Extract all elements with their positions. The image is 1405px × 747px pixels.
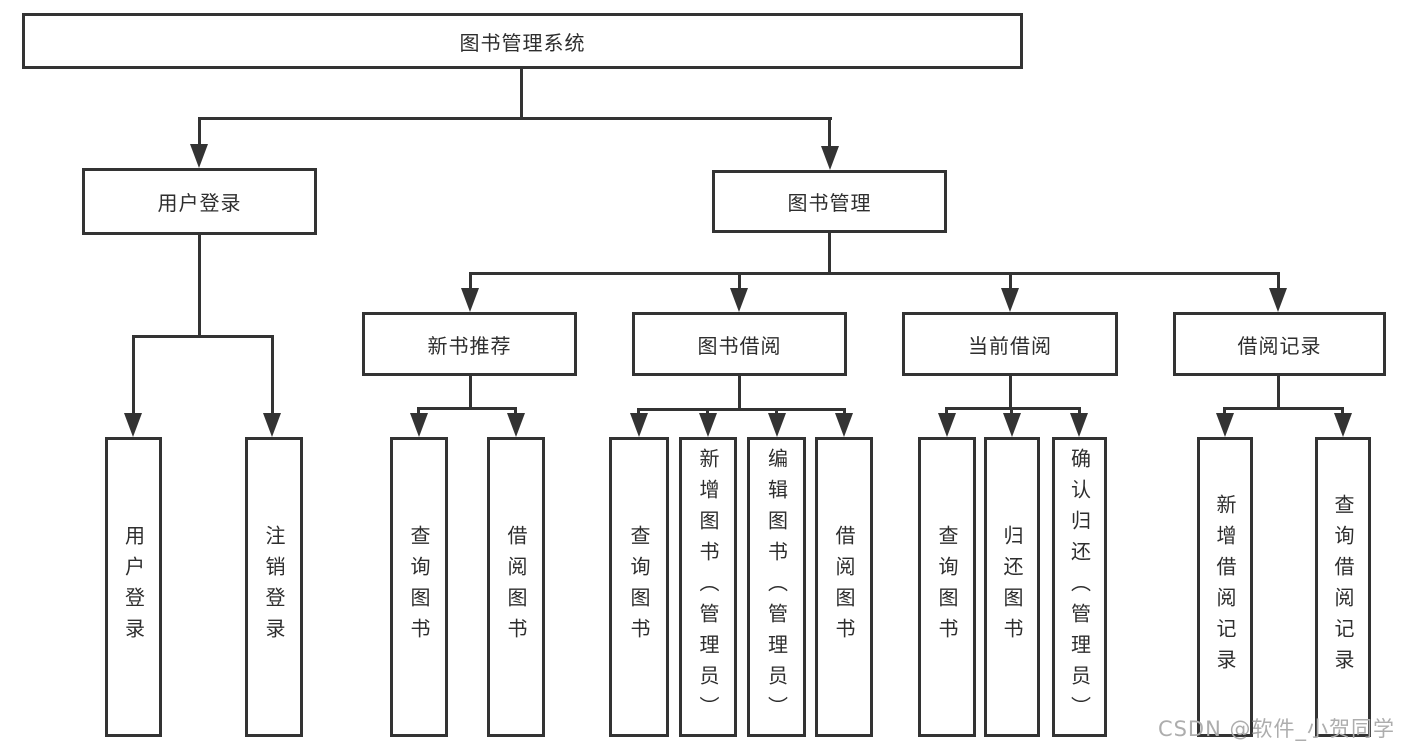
leaf-confirm-return-admin-label: 确认归还（管理员） [1067, 447, 1092, 727]
leaf-confirm-return-admin: 确认归还（管理员） [1052, 437, 1107, 737]
edge-drop-user-login [198, 117, 201, 144]
edge-borrow-records-split [1223, 407, 1343, 410]
leaf-logout: 注销登录 [245, 437, 303, 737]
leaf-borrow-books-2: 借阅图书 [815, 437, 873, 737]
leaf-add-borrow-record-label: 新增借阅记录 [1213, 494, 1237, 680]
node-current-borrowing-label: 当前借阅 [968, 333, 1052, 358]
arrowhead-current-borrowing [1001, 288, 1019, 312]
leaf-query-borrow-record: 查询借阅记录 [1315, 437, 1371, 737]
leaf-return-book: 归还图书 [984, 437, 1040, 737]
node-book-borrowing-label: 图书借阅 [697, 333, 782, 358]
edge-drop-current-borrowing [1009, 272, 1012, 288]
leaf-user-login: 用户登录 [105, 437, 162, 737]
edge-drop-query-record [1341, 407, 1344, 415]
edge-drop-add-book [706, 408, 709, 415]
edge-root-stem [520, 69, 523, 117]
edge-drop-add-record [1223, 407, 1226, 415]
node-root: 图书管理系统 [22, 13, 1023, 69]
edge-current-borrowing-split [945, 407, 1081, 410]
node-user-login-label: 用户登录 [157, 191, 242, 215]
arrowhead-query-record [1334, 413, 1352, 437]
leaf-logout-label: 注销登录 [262, 525, 286, 649]
arrowhead-borrow-2 [835, 413, 853, 437]
node-root-label: 图书管理系统 [459, 30, 586, 55]
edge-user-login-split [132, 335, 274, 338]
leaf-query-books-2: 查询图书 [609, 437, 669, 737]
edge-new-book-stem [469, 376, 472, 407]
edge-drop-borrow-records [1277, 272, 1280, 288]
node-current-borrowing: 当前借阅 [902, 312, 1118, 376]
node-book-borrowing: 图书借阅 [632, 312, 847, 376]
leaf-query-books-1: 查询图书 [390, 437, 448, 737]
arrowhead-book-management [821, 146, 839, 170]
node-borrow-records: 借阅记录 [1173, 312, 1386, 376]
edge-book-borrowing-split [637, 408, 846, 411]
leaf-query-books-3-label: 查询图书 [935, 525, 959, 649]
leaf-borrow-books-1-label: 借阅图书 [504, 525, 528, 649]
leaf-add-book-admin-label: 新增图书（管理员） [696, 447, 720, 727]
edge-drop-query-3 [945, 407, 948, 415]
arrowhead-new-book [461, 288, 479, 312]
leaf-borrow-books-1: 借阅图书 [487, 437, 545, 737]
arrowhead-return-book [1003, 413, 1021, 437]
edge-borrow-records-stem [1277, 376, 1280, 407]
edge-drop-borrow-1 [514, 407, 517, 415]
edge-drop-borrow-2 [843, 408, 846, 415]
node-new-book-recommend: 新书推荐 [362, 312, 577, 376]
leaf-query-books-2-label: 查询图书 [627, 525, 651, 649]
leaf-query-borrow-record-label: 查询借阅记录 [1331, 494, 1355, 680]
arrowhead-query-1 [410, 413, 428, 437]
edge-book-management-split [469, 272, 1280, 275]
node-new-book-recommend-label: 新书推荐 [427, 333, 512, 358]
arrowhead-leaf-user-login [124, 413, 142, 437]
arrowhead-user-login [190, 144, 208, 168]
arrowhead-add-book [699, 413, 717, 437]
node-borrow-records-label: 借阅记录 [1237, 333, 1322, 358]
node-user-login: 用户登录 [82, 168, 317, 235]
leaf-borrow-books-2-label: 借阅图书 [832, 525, 856, 649]
arrowhead-query-2 [630, 413, 648, 437]
edge-root-split [198, 117, 832, 120]
arrowhead-book-borrowing [730, 288, 748, 312]
leaf-add-borrow-record: 新增借阅记录 [1197, 437, 1253, 737]
node-book-management: 图书管理 [712, 170, 947, 233]
arrowhead-borrow-1 [507, 413, 525, 437]
leaf-query-books-1-label: 查询图书 [407, 525, 431, 649]
leaf-edit-book-admin: 编辑图书（管理员） [747, 437, 806, 737]
edge-user-login-stem [198, 235, 201, 335]
leaf-user-login-label: 用户登录 [121, 525, 146, 649]
leaf-edit-book-admin-label: 编辑图书（管理员） [764, 447, 789, 727]
node-book-management-label: 图书管理 [787, 191, 872, 215]
edge-drop-edit-book [775, 408, 778, 415]
edge-book-management-stem [828, 233, 831, 272]
edge-drop-leaf-logout [271, 335, 274, 413]
csdn-watermark: CSDN @软件_小贺同学 [1157, 717, 1395, 741]
arrowhead-confirm-return [1070, 413, 1088, 437]
edge-drop-query-1 [417, 407, 420, 415]
edge-drop-leaf-user-login [132, 335, 135, 413]
arrowhead-borrow-records [1269, 288, 1287, 312]
edge-current-borrowing-stem [1009, 376, 1012, 407]
leaf-add-book-admin: 新增图书（管理员） [679, 437, 737, 737]
edge-drop-query-2 [637, 408, 640, 415]
edge-drop-book-borrowing [738, 272, 741, 288]
edge-drop-book-management [828, 117, 831, 146]
arrowhead-query-3 [938, 413, 956, 437]
arrowhead-add-record [1216, 413, 1234, 437]
leaf-query-books-3: 查询图书 [918, 437, 976, 737]
arrowhead-leaf-logout [263, 413, 281, 437]
edge-book-borrowing-stem [738, 376, 741, 408]
leaf-return-book-label: 归还图书 [1000, 525, 1024, 649]
edge-drop-new-book [469, 272, 472, 288]
edge-drop-return-book [1010, 407, 1013, 415]
edge-drop-confirm-return [1078, 407, 1081, 415]
arrowhead-edit-book [768, 413, 786, 437]
edge-new-book-split [417, 407, 517, 410]
